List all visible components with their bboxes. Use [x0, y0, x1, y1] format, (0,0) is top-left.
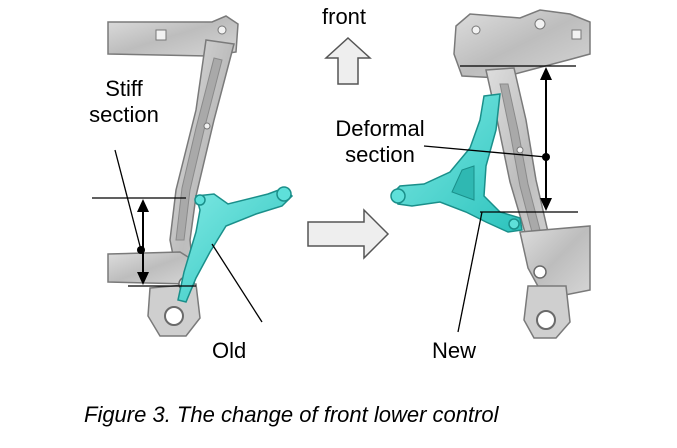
old-subframe [107, 15, 239, 337]
new-subframe [453, 9, 591, 339]
transition-arrow [307, 208, 390, 260]
old-leader-line [211, 243, 263, 323]
deformal-section-dimension [423, 65, 578, 213]
old-label: Old [212, 338, 247, 363]
stiff-section-label-line1: Stiff [105, 76, 143, 101]
front-label: front [322, 4, 367, 29]
new-arm-body [391, 93, 523, 233]
new-arm-cutout [451, 165, 475, 201]
new-control-arm [390, 93, 523, 233]
stiff-section-label: Stiff section [76, 76, 172, 128]
deformal-section-label-line1: Deformal [335, 116, 425, 141]
new-leader-line [457, 211, 483, 333]
stiff-section-label-line2: section [89, 102, 159, 127]
front-arrow [324, 36, 372, 85]
new-label: New [432, 338, 477, 363]
old-frame-rail-bevel [175, 57, 223, 241]
deformal-section-label: Deformal section [322, 116, 438, 168]
figure-caption: Figure 3. The change of front lower cont… [84, 402, 499, 427]
old-arm-body [177, 187, 294, 303]
old-control-arm [177, 186, 294, 303]
deformal-section-label-line2: section [345, 142, 415, 167]
new-frame-top [453, 9, 591, 79]
stiff-section-dimension [92, 149, 196, 287]
